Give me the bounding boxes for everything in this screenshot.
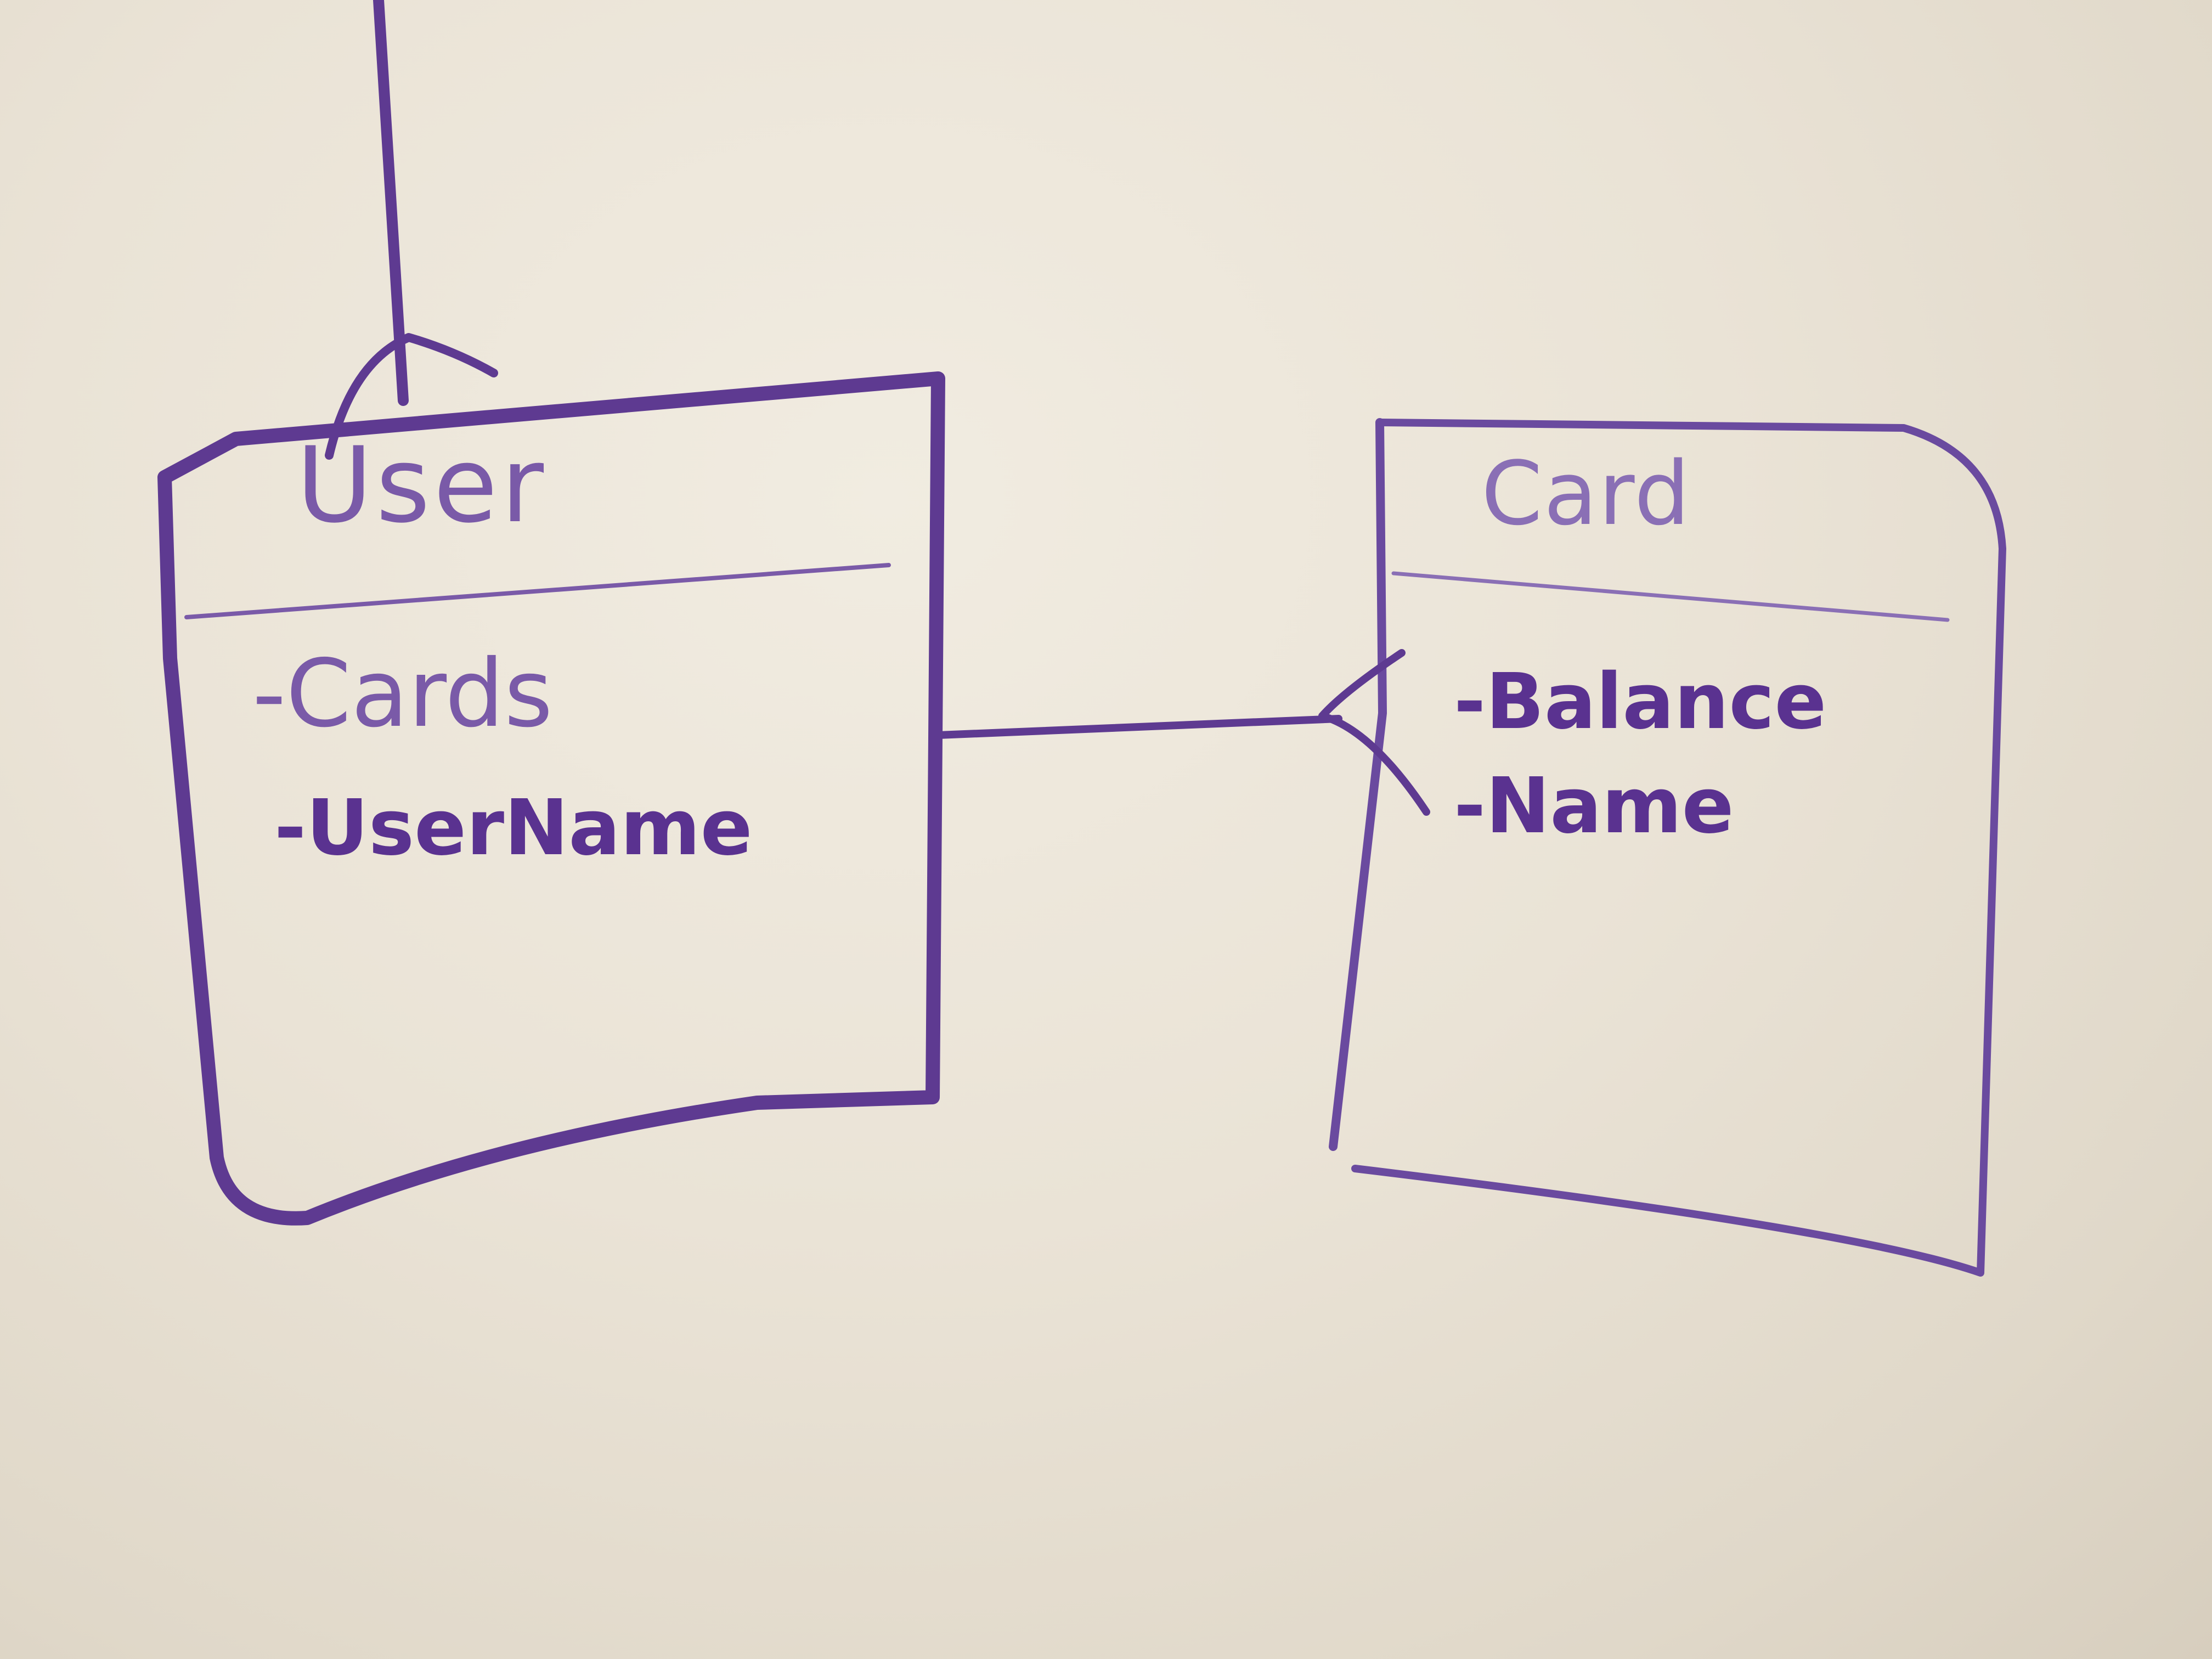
card-crows-foot bbox=[1318, 649, 1430, 816]
card-header-divider bbox=[1391, 571, 1950, 622]
card-class-box bbox=[1351, 419, 2006, 1277]
user-class-box bbox=[157, 371, 945, 1226]
card-left-edge bbox=[1329, 418, 1387, 1151]
top-connector-line bbox=[373, 0, 409, 406]
top-crows-foot bbox=[325, 333, 498, 460]
user-attribute-username: -UserName bbox=[274, 783, 753, 873]
user-attribute-cards: -Cards bbox=[252, 640, 553, 748]
user-header-divider bbox=[184, 563, 891, 619]
association-line bbox=[934, 715, 1342, 739]
card-attribute-name: -Name bbox=[1454, 761, 1734, 851]
card-attribute-balance: -Balance bbox=[1454, 657, 1827, 747]
user-class-title: User bbox=[296, 425, 548, 546]
card-class-title: Card bbox=[1481, 442, 1691, 545]
